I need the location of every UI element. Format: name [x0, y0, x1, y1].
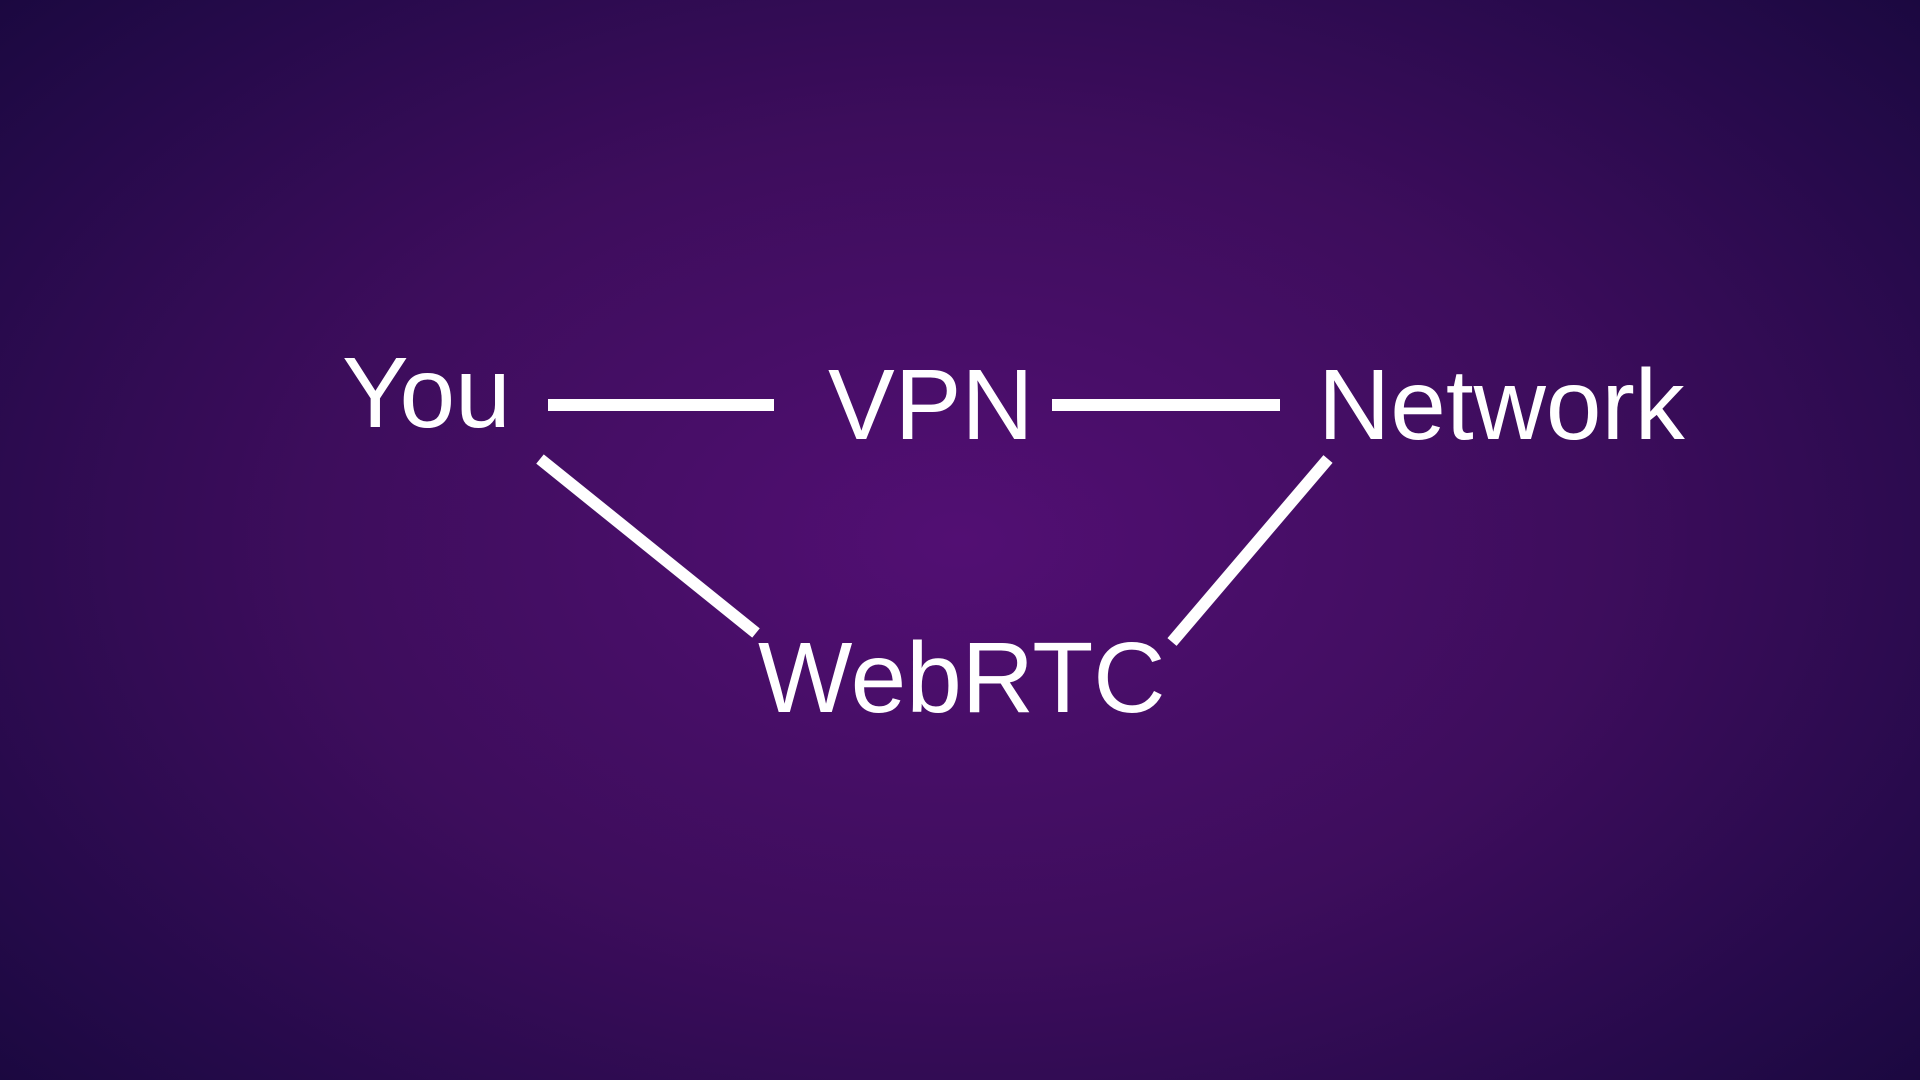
edge-you-webrtc: [536, 454, 760, 638]
edge-webrtc-network: [1167, 455, 1333, 646]
node-you: You: [342, 337, 511, 449]
node-webrtc: WebRTC: [758, 622, 1166, 734]
node-vpn: VPN: [828, 349, 1034, 461]
node-network: Network: [1318, 349, 1685, 461]
